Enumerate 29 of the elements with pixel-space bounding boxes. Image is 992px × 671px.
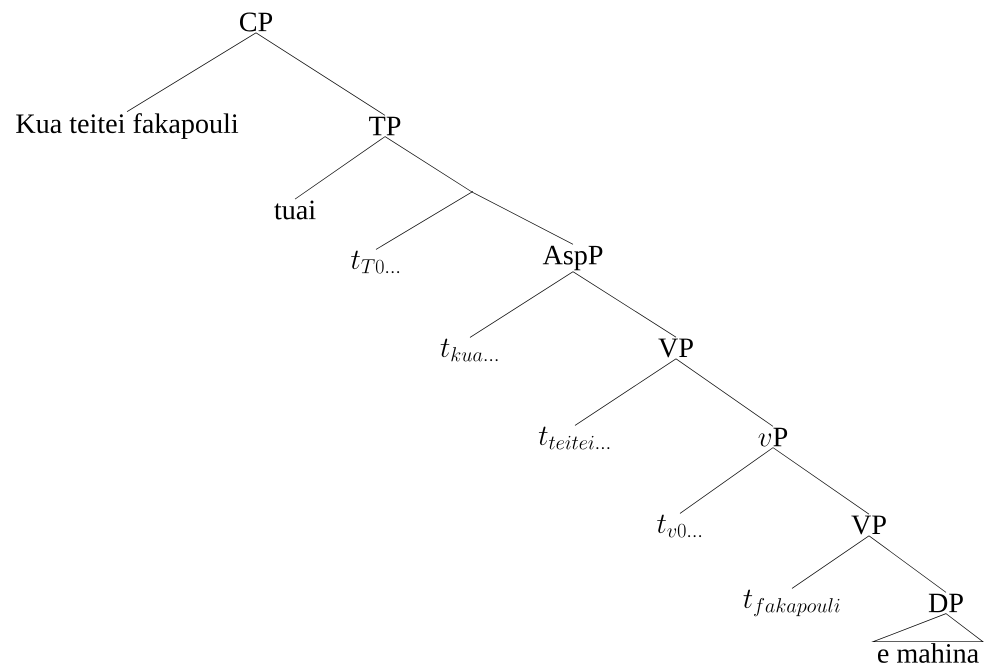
node-label: CP bbox=[240, 12, 272, 32]
branch-line bbox=[772, 447, 870, 515]
node-label: DP bbox=[928, 594, 963, 612]
node-label: VP bbox=[851, 516, 886, 534]
node-label: TP bbox=[369, 116, 400, 136]
branch-line bbox=[256, 32, 386, 116]
branch-line bbox=[792, 535, 870, 589]
branch-line bbox=[376, 192, 472, 250]
node-label: $t_{kua...}$ bbox=[440, 338, 498, 362]
node-label: VP bbox=[658, 338, 693, 358]
node-label: e mahina bbox=[878, 643, 979, 663]
branch-line bbox=[572, 271, 676, 338]
node-label: $t_{T0...}$ bbox=[351, 250, 400, 274]
node-label: $t_{teitei...}$ bbox=[538, 426, 610, 450]
branch-line bbox=[472, 192, 574, 245]
branch-line bbox=[676, 358, 774, 427]
branch-line bbox=[126, 32, 256, 112]
branch-line bbox=[470, 271, 574, 338]
node-label: $t_{v0...}$ bbox=[657, 514, 702, 538]
node-label: $v\mathrm{P}$ bbox=[758, 428, 788, 446]
node-label: Kua teitei fakapouli bbox=[16, 113, 238, 139]
node-label: AspP bbox=[542, 246, 602, 270]
branch-line bbox=[680, 447, 774, 514]
node-label: tuai bbox=[274, 200, 316, 220]
node-label: $t_{fakapouli}$ bbox=[743, 590, 840, 616]
branch-line bbox=[294, 136, 386, 200]
branch-line bbox=[574, 358, 676, 426]
branch-line bbox=[868, 535, 946, 593]
branch-line bbox=[384, 136, 472, 192]
